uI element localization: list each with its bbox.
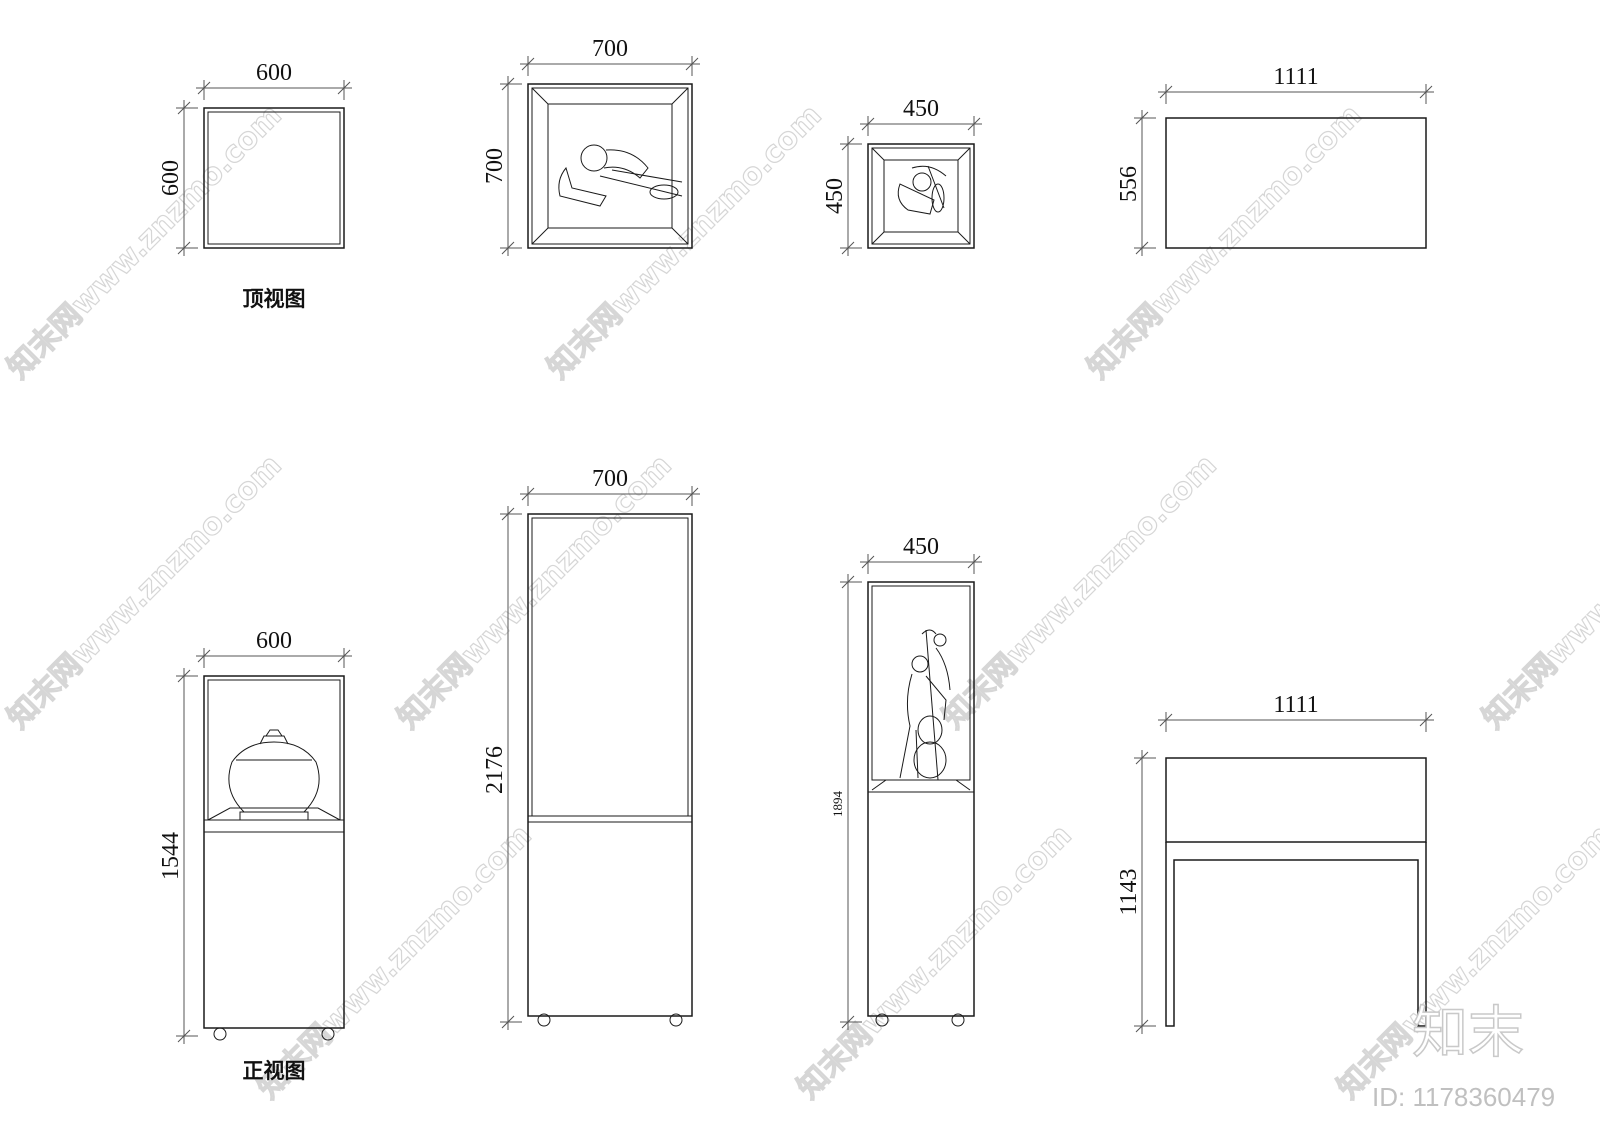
top-1-depth: 600 xyxy=(158,160,184,196)
front-view-4: 1111 1143 xyxy=(1116,692,1434,1034)
front-view-1: 600 1544 正视图 xyxy=(158,628,352,1083)
watermark-layer: 知末网www.znzmo.com 知末网www.znzmo.com 知末网www… xyxy=(0,97,1600,1106)
top-view-3: 450 450 xyxy=(822,96,982,256)
front-2-width: 700 xyxy=(592,466,628,492)
cellist-figure-top xyxy=(897,165,947,215)
front-1-height: 1544 xyxy=(158,832,184,880)
top-3-depth: 450 xyxy=(822,178,848,214)
vase-figure xyxy=(228,729,320,821)
image-id: ID: 1178360479 xyxy=(1372,1082,1555,1112)
watermark-text: 知末网www.znzmo.com xyxy=(936,448,1224,736)
top-view-2: 700 700 xyxy=(482,36,700,256)
front-3-width: 450 xyxy=(903,534,939,560)
watermark-text: 知末网www.znzmo.com xyxy=(1476,448,1600,736)
cellist-figure-front xyxy=(899,629,951,781)
top-2-width: 700 xyxy=(592,36,628,62)
front-3-height: 1894 xyxy=(830,791,845,818)
watermark-text: 知末网www.znzmo.com xyxy=(541,98,829,386)
top-4-width: 1111 xyxy=(1273,64,1318,90)
top-4-depth: 556 xyxy=(1116,166,1142,202)
watermark-text: 知末网www.znzmo.com xyxy=(391,448,679,736)
front-view-3: 450 1894 xyxy=(830,534,982,1030)
front-4-height: 1143 xyxy=(1116,868,1142,915)
brand-logo: 知末 xyxy=(1412,1001,1524,1066)
watermark-text: 知末网www.znzmo.com xyxy=(791,818,1079,1106)
watermark-text: 知末网www.znzmo.com xyxy=(1,448,289,736)
top-view-caption: 顶视图 xyxy=(243,286,306,311)
front-1-width: 600 xyxy=(256,628,292,654)
watermark-text: 知末网www.znzmo.com xyxy=(1,98,289,386)
top-view-1: 600 600 顶视图 xyxy=(158,60,352,311)
violinist-figure xyxy=(558,144,683,207)
top-2-depth: 700 xyxy=(482,148,508,184)
front-2-height: 2176 xyxy=(482,746,508,794)
top-3-width: 450 xyxy=(903,96,939,122)
top-1-width: 600 xyxy=(256,60,292,86)
front-view-caption: 正视图 xyxy=(243,1058,306,1083)
front-4-width: 1111 xyxy=(1273,692,1318,718)
top-view-4: 1111 556 xyxy=(1116,64,1434,256)
front-view-2: 700 2176 xyxy=(482,466,700,1030)
watermark-text: 知末网www.znzmo.com xyxy=(1081,98,1369,386)
